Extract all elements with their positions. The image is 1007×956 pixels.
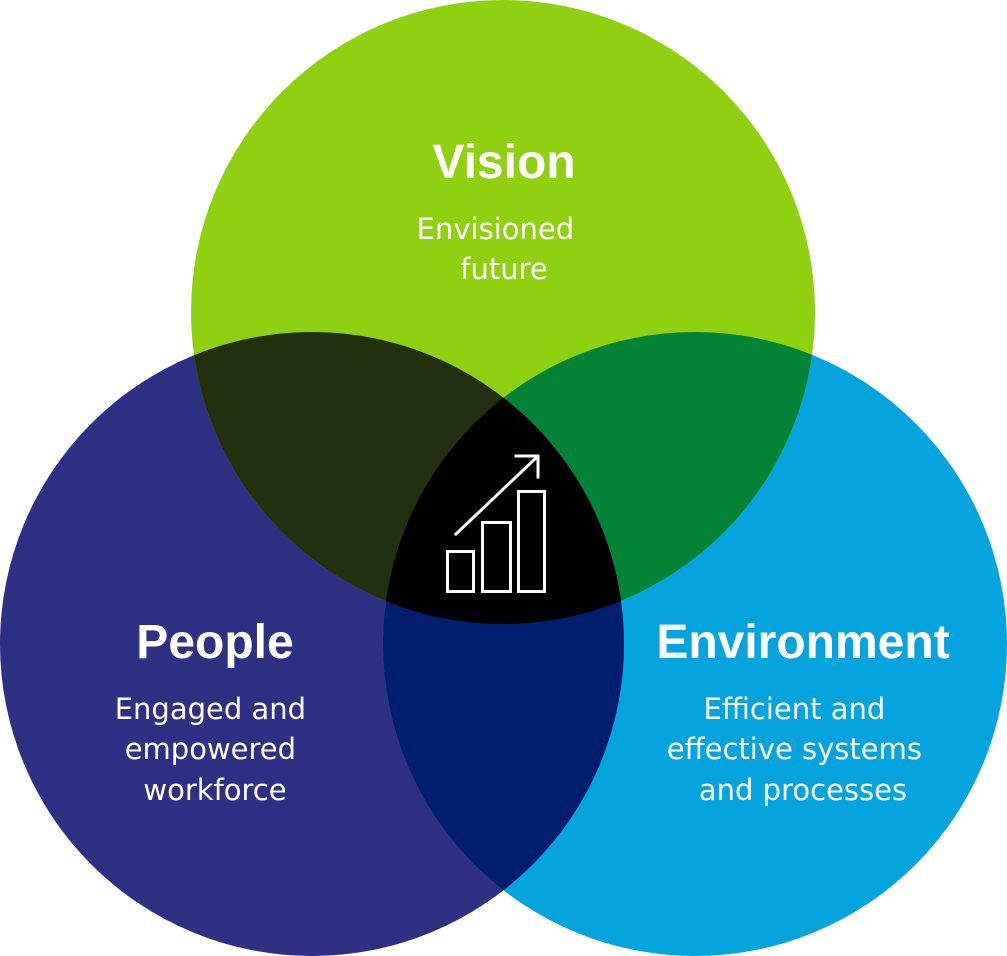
environment-title: Environment (656, 616, 949, 669)
environment-description: Efficient and effective systems and proc… (667, 692, 931, 807)
icon-arrow-line (453, 454, 540, 537)
vision-description: Envisioned future (417, 212, 584, 286)
icon-arrow-head (514, 454, 540, 479)
people-title: People (136, 616, 293, 669)
center-overlap (383, 332, 624, 624)
people-description: Engaged and empowered workforce (115, 692, 316, 807)
people-description-line-3: workforce (143, 773, 286, 807)
icon-bar-medium (481, 521, 512, 593)
icon-bar-small (446, 550, 475, 593)
people-description-line-1: Engaged and (115, 692, 306, 726)
environment-description-line-2: effective systems (667, 732, 922, 766)
environment-description-line-1: Efficient and (704, 692, 886, 726)
people-description-line-2: empowered (125, 732, 296, 766)
environment-description-line-3: and processes (699, 773, 907, 807)
growth-chart-icon (446, 454, 546, 593)
vision-title: Vision (432, 136, 575, 189)
icon-bar-tall (517, 490, 546, 593)
vision-description-line-2: future (460, 252, 547, 286)
vision-description-line-1: Envisioned (417, 212, 574, 246)
